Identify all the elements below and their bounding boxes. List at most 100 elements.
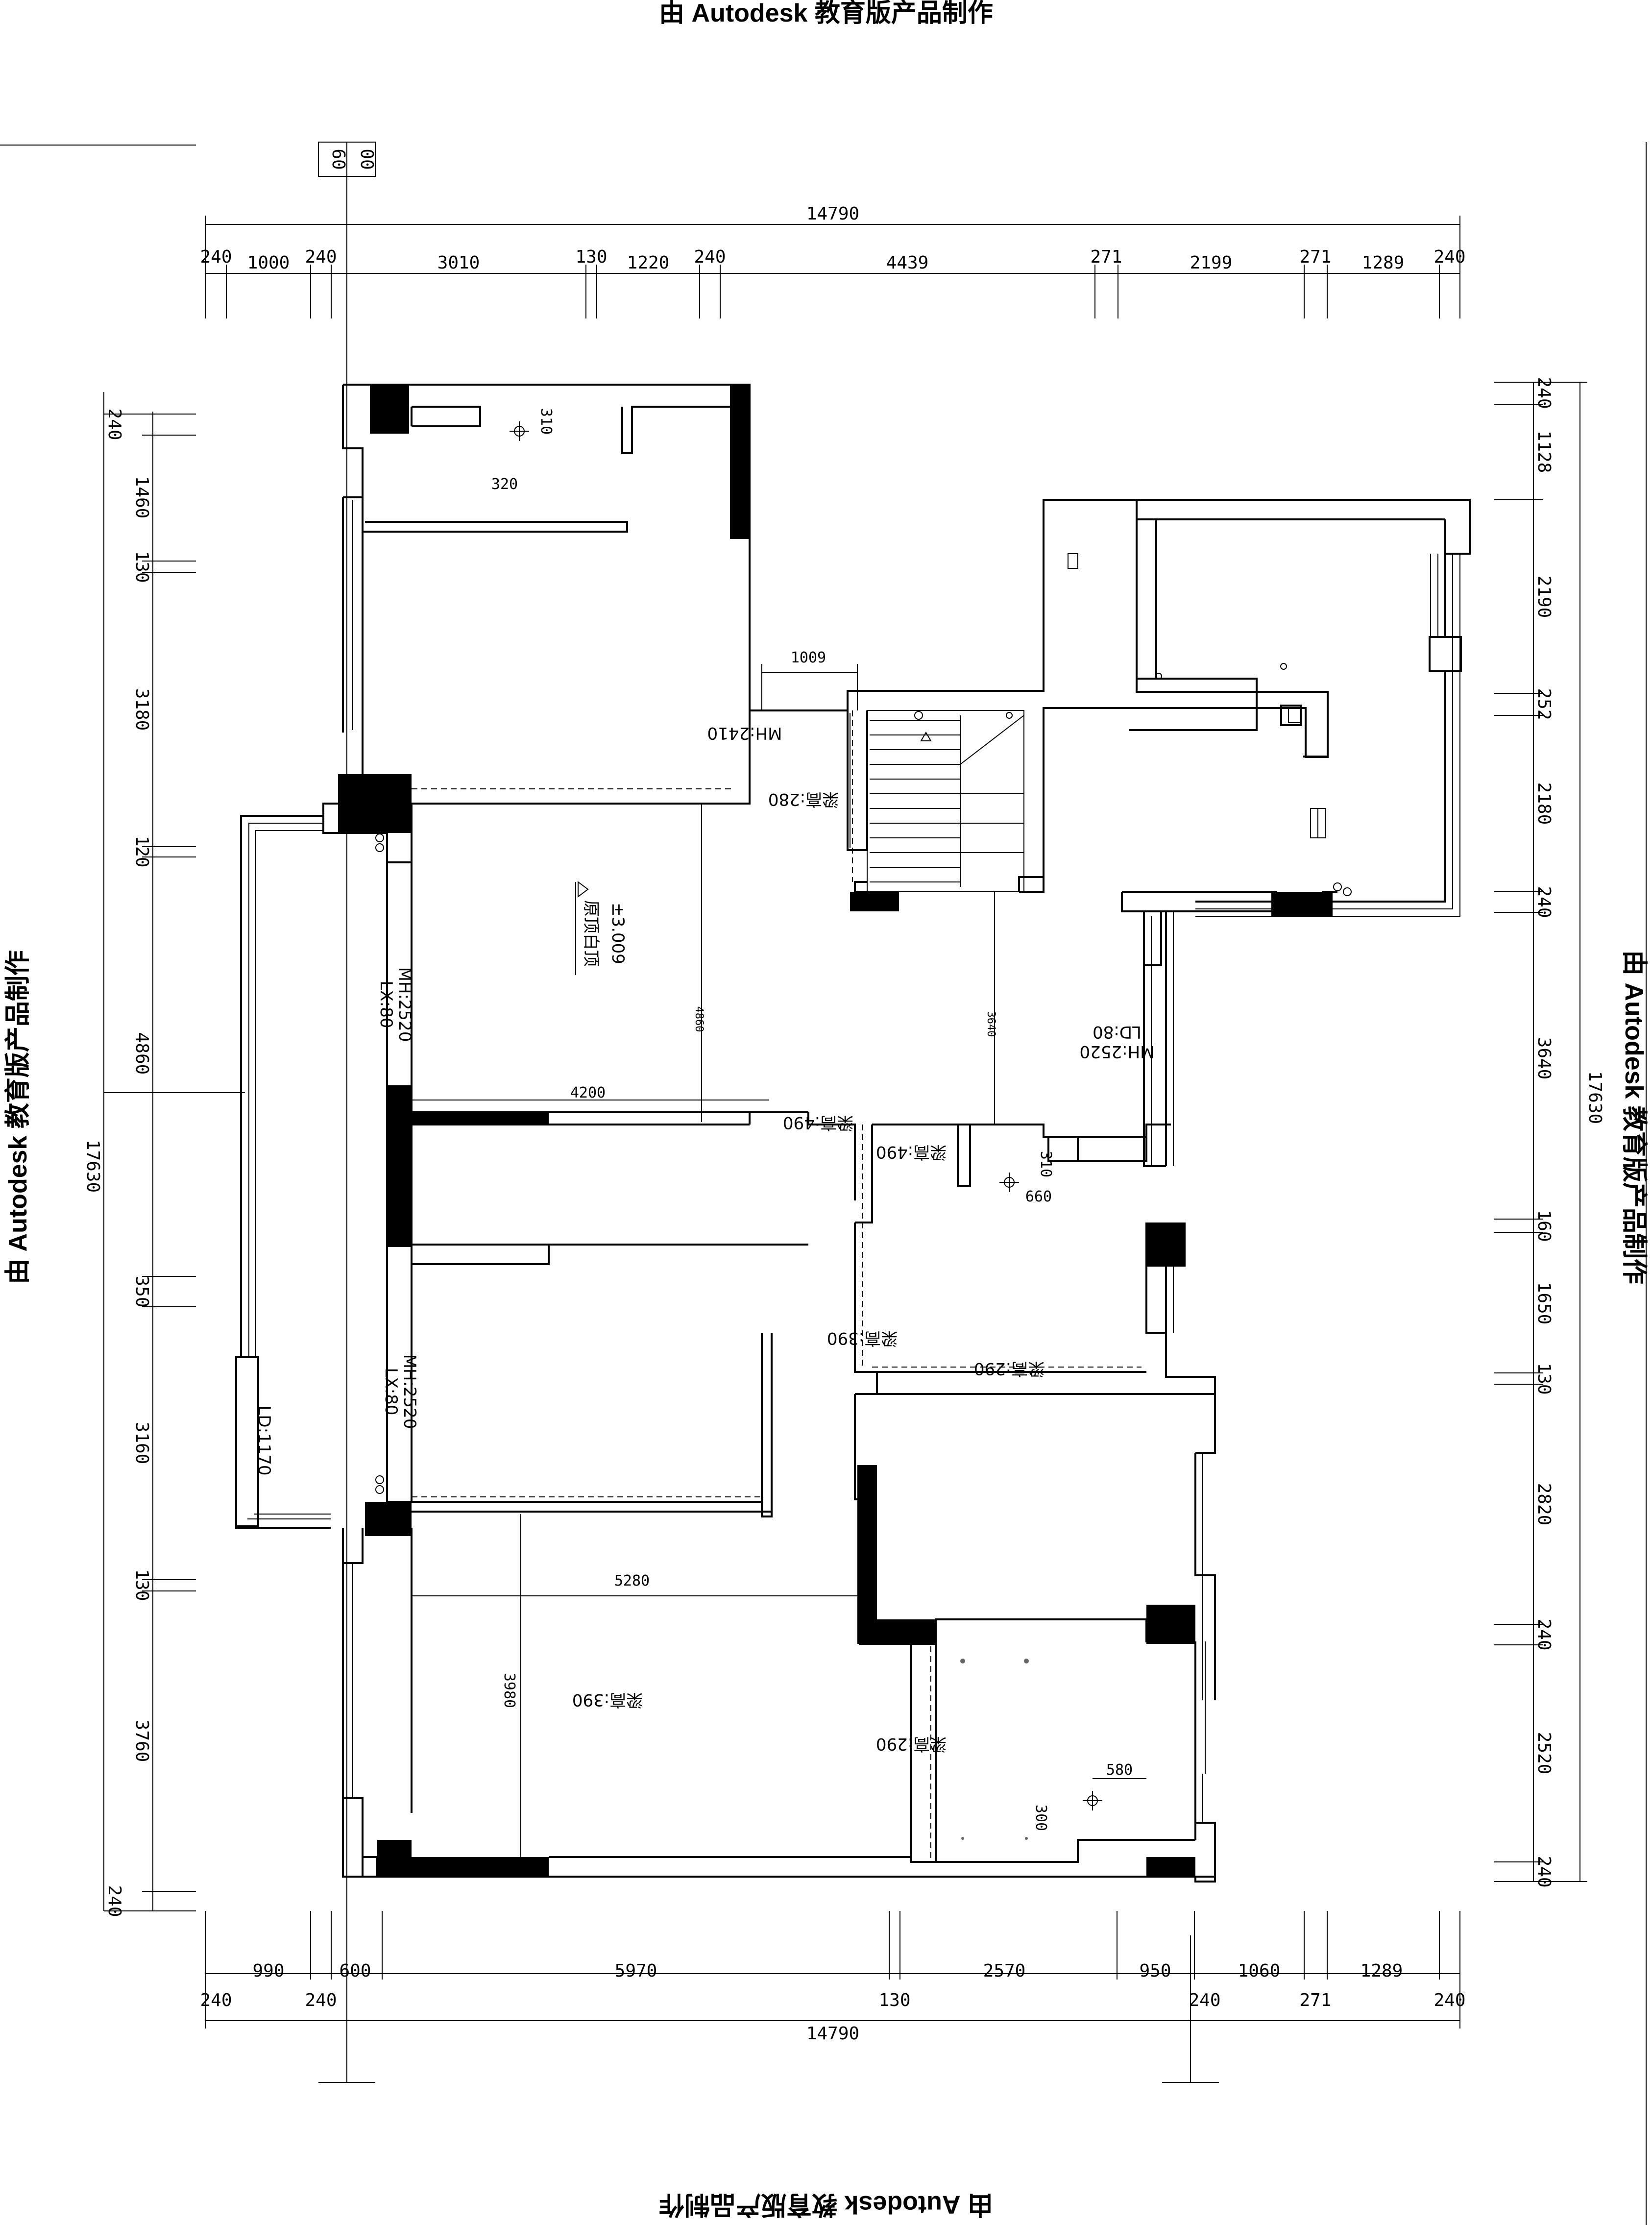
dim-top-11: 1289 [1362, 253, 1405, 273]
dim-right-0: 240 [1534, 377, 1554, 409]
axis-tag-1: 00 [357, 148, 377, 170]
dimension-bottom: 990 600 5970 2570 950 1060 1289 240 240 … [200, 1911, 1466, 2044]
dim-bottom-5: 1060 [1238, 1961, 1281, 1981]
label-liang390-b: 梁高:390 [572, 1690, 643, 1710]
axis-tag-0: 60 [328, 148, 348, 170]
wall-north-room-left [342, 385, 364, 804]
staircase [852, 710, 1024, 892]
dim-right-3: 252 [1534, 688, 1554, 720]
label-liang280: 梁高:280 [768, 789, 839, 809]
column-4 [850, 892, 899, 911]
dim-bottom-total: 14790 [806, 2024, 859, 2044]
inner-dim-5280: 5280 [614, 1572, 650, 1589]
inner-dim-310b: 310 [1037, 1151, 1054, 1177]
column-8 [1146, 1223, 1186, 1267]
dim-left-2: 130 [132, 551, 152, 583]
dim-right-5: 240 [1534, 886, 1554, 918]
dim-top-6: 240 [694, 247, 726, 267]
watermark-left: 由 Autodesk 教育版产品制作 [4, 950, 32, 1284]
label-ld1170: LD:1170 [254, 1405, 274, 1475]
column-1 [370, 385, 409, 434]
dim-right-8: 1650 [1534, 1282, 1554, 1325]
dim-right-6: 3640 [1534, 1037, 1554, 1080]
dim-top-5: 1220 [627, 253, 670, 273]
dim-top-4: 130 [575, 247, 607, 267]
label-mh2520-c: MH:2520 [1080, 1042, 1155, 1061]
dim-left-7: 3160 [132, 1422, 152, 1465]
column-3 [338, 774, 412, 833]
label-liang290-a: 梁高:290 [974, 1359, 1045, 1378]
label-mh2410: MH:2410 [707, 723, 782, 743]
label-liang390-a: 梁高:390 [827, 1328, 898, 1348]
dim-left-10: 240 [104, 1885, 124, 1917]
dim-right-1: 1128 [1534, 431, 1554, 473]
dim-bottom-r2-1: 240 [305, 1990, 337, 2010]
dim-top-12: 240 [1433, 247, 1465, 267]
label-liang290-b: 梁高:290 [876, 1734, 947, 1754]
dim-bottom-r2-2: 130 [878, 1990, 910, 2010]
dimension-left: 240 1460 130 3180 120 4860 350 3160 130 … [83, 392, 245, 1917]
dim-right-10: 2820 [1534, 1483, 1554, 1526]
column-2 [730, 385, 750, 539]
dim-bottom-6: 1289 [1360, 1961, 1403, 1981]
column-13 [377, 1840, 412, 1877]
inner-dimensions: 1009 310 320 4860 3640 4200 310 660 5280… [412, 408, 1146, 1857]
dimension-top: 14790 240 1000 240 3010 130 1220 240 443… [200, 204, 1466, 318]
dim-bottom-4: 950 [1139, 1961, 1171, 1981]
dim-bottom-2: 5970 [615, 1961, 657, 1981]
wall-stair [750, 499, 1329, 758]
label-liang490-a: 梁高:490 [783, 1113, 853, 1132]
dim-right-12: 2520 [1534, 1732, 1554, 1775]
dim-bottom-0: 990 [252, 1961, 284, 1981]
dim-bottom-r2-3: 240 [1189, 1990, 1220, 2010]
label-lx80-b: LX:80 [381, 1368, 401, 1416]
wall-north-room-shelf [363, 521, 628, 533]
inner-dim-660: 660 [1025, 1188, 1052, 1205]
label-ceiling: 原顶白顶 [581, 900, 601, 967]
column-15 [1146, 1857, 1195, 1877]
column-5 [1271, 892, 1333, 916]
wall-south [343, 1876, 1216, 1883]
dim-bottom-r2-5: 240 [1433, 1990, 1465, 2010]
dim-top-3: 3010 [437, 253, 480, 273]
label-ld80: LD:80 [1093, 1022, 1142, 1042]
label-mh2520-b: MH:2520 [400, 1354, 419, 1429]
column-11 [857, 1619, 936, 1644]
dim-left-6: 350 [132, 1275, 152, 1307]
dim-left-0: 240 [104, 408, 124, 440]
label-lx80-a: LX:80 [376, 981, 396, 1028]
wall-east-room [1134, 499, 1471, 555]
dim-right-11: 240 [1534, 1618, 1554, 1650]
column-10 [857, 1465, 877, 1632]
dim-top-8: 271 [1090, 247, 1122, 267]
column-7 [412, 1112, 549, 1125]
inner-dim-3640: 3640 [985, 1011, 997, 1037]
column-9 [365, 1502, 412, 1536]
dim-bottom-r2-0: 240 [200, 1990, 232, 2010]
dim-right-7: 160 [1534, 1210, 1554, 1242]
dim-left-9: 3760 [132, 1720, 152, 1762]
dim-left-4: 120 [132, 835, 152, 867]
label-mh2520-a: MH:2520 [395, 967, 414, 1042]
columns [338, 385, 1333, 1877]
inner-dim-1009: 1009 [791, 649, 826, 666]
dim-right-4: 2180 [1534, 782, 1554, 825]
column-12 [1146, 1605, 1195, 1644]
dim-left-5: 4860 [132, 1032, 152, 1075]
watermark-bottom: 由 Autodesk 教育版产品制作 [659, 2190, 993, 2219]
dimension-right: 240 1128 2190 252 2180 240 3640 160 1650… [1494, 377, 1605, 1888]
inner-dim-300: 300 [1032, 1805, 1049, 1831]
inner-dim-4200: 4200 [570, 1084, 606, 1101]
wall-east-column [1429, 636, 1462, 672]
axis-tag: 60 00 [318, 142, 377, 2082]
dim-left-1: 1460 [132, 476, 152, 519]
dim-top-1: 1000 [247, 253, 290, 273]
dim-top-total: 14790 [806, 204, 859, 224]
watermark-right: 由 Autodesk 教育版产品制作 [1620, 950, 1648, 1284]
label-elev: ±3.009 [608, 903, 628, 964]
column-6 [387, 1085, 412, 1247]
column-14 [412, 1857, 549, 1877]
dim-right-2: 2190 [1534, 576, 1554, 618]
